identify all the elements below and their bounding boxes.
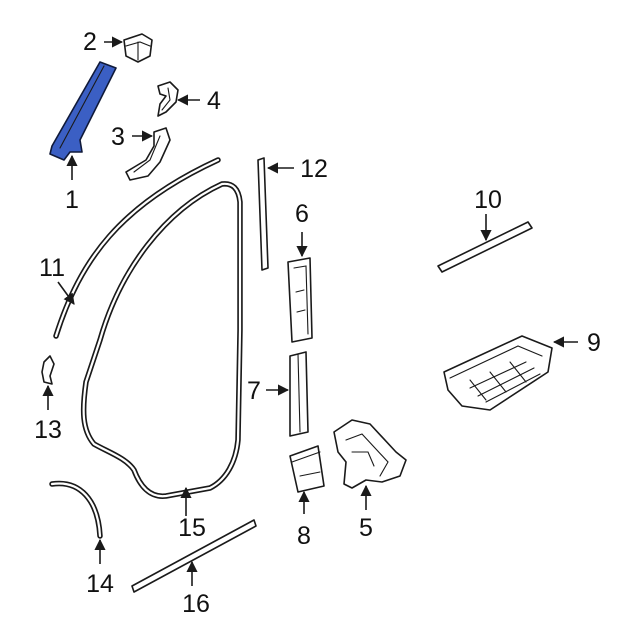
part-14-curved-trim[interactable] [49, 480, 103, 539]
part-9-step-tray[interactable] [443, 335, 553, 411]
part-7-b-pillar-middle[interactable] [289, 351, 309, 437]
part-1-a-pillar-trim[interactable] [49, 61, 117, 161]
callout-10: 10 [474, 186, 502, 214]
callout-11: 11 [39, 254, 65, 282]
callout-1: 1 [65, 186, 79, 214]
callout-8: 8 [297, 522, 311, 550]
callout-12: 12 [300, 155, 328, 183]
callout-leaders [42, 36, 578, 586]
callout-16: 16 [182, 590, 210, 618]
callout-6: 6 [295, 200, 309, 228]
callout-4: 4 [207, 87, 221, 115]
callout-13: 13 [34, 416, 62, 444]
part-4-cover[interactable] [157, 81, 179, 117]
part-3-grab-handle[interactable] [125, 127, 171, 181]
part-5-wheel-trim[interactable] [333, 419, 407, 489]
callout-14: 14 [86, 570, 114, 598]
part-10-sill-plate[interactable] [437, 221, 533, 273]
part-11-seal-strip[interactable] [53, 157, 221, 339]
callout-7: 7 [247, 377, 261, 405]
part-2-clip[interactable] [123, 33, 153, 63]
callout-2: 2 [83, 28, 97, 56]
part-12-pillar-strip[interactable] [257, 157, 269, 271]
part-15-door-seal[interactable] [80, 181, 243, 499]
part-16-sill-strip[interactable] [131, 519, 257, 593]
callout-9: 9 [587, 329, 601, 357]
callout-5: 5 [359, 514, 373, 542]
part-6-b-pillar-upper[interactable] [287, 257, 313, 343]
callout-labels: 1 2 3 4 5 6 7 8 9 10 11 12 13 14 15 16 [34, 28, 601, 618]
part-13-clip[interactable] [41, 355, 55, 385]
part-8-lower-trim[interactable] [289, 445, 325, 493]
callout-3: 3 [111, 123, 125, 151]
callout-15: 15 [178, 514, 206, 542]
